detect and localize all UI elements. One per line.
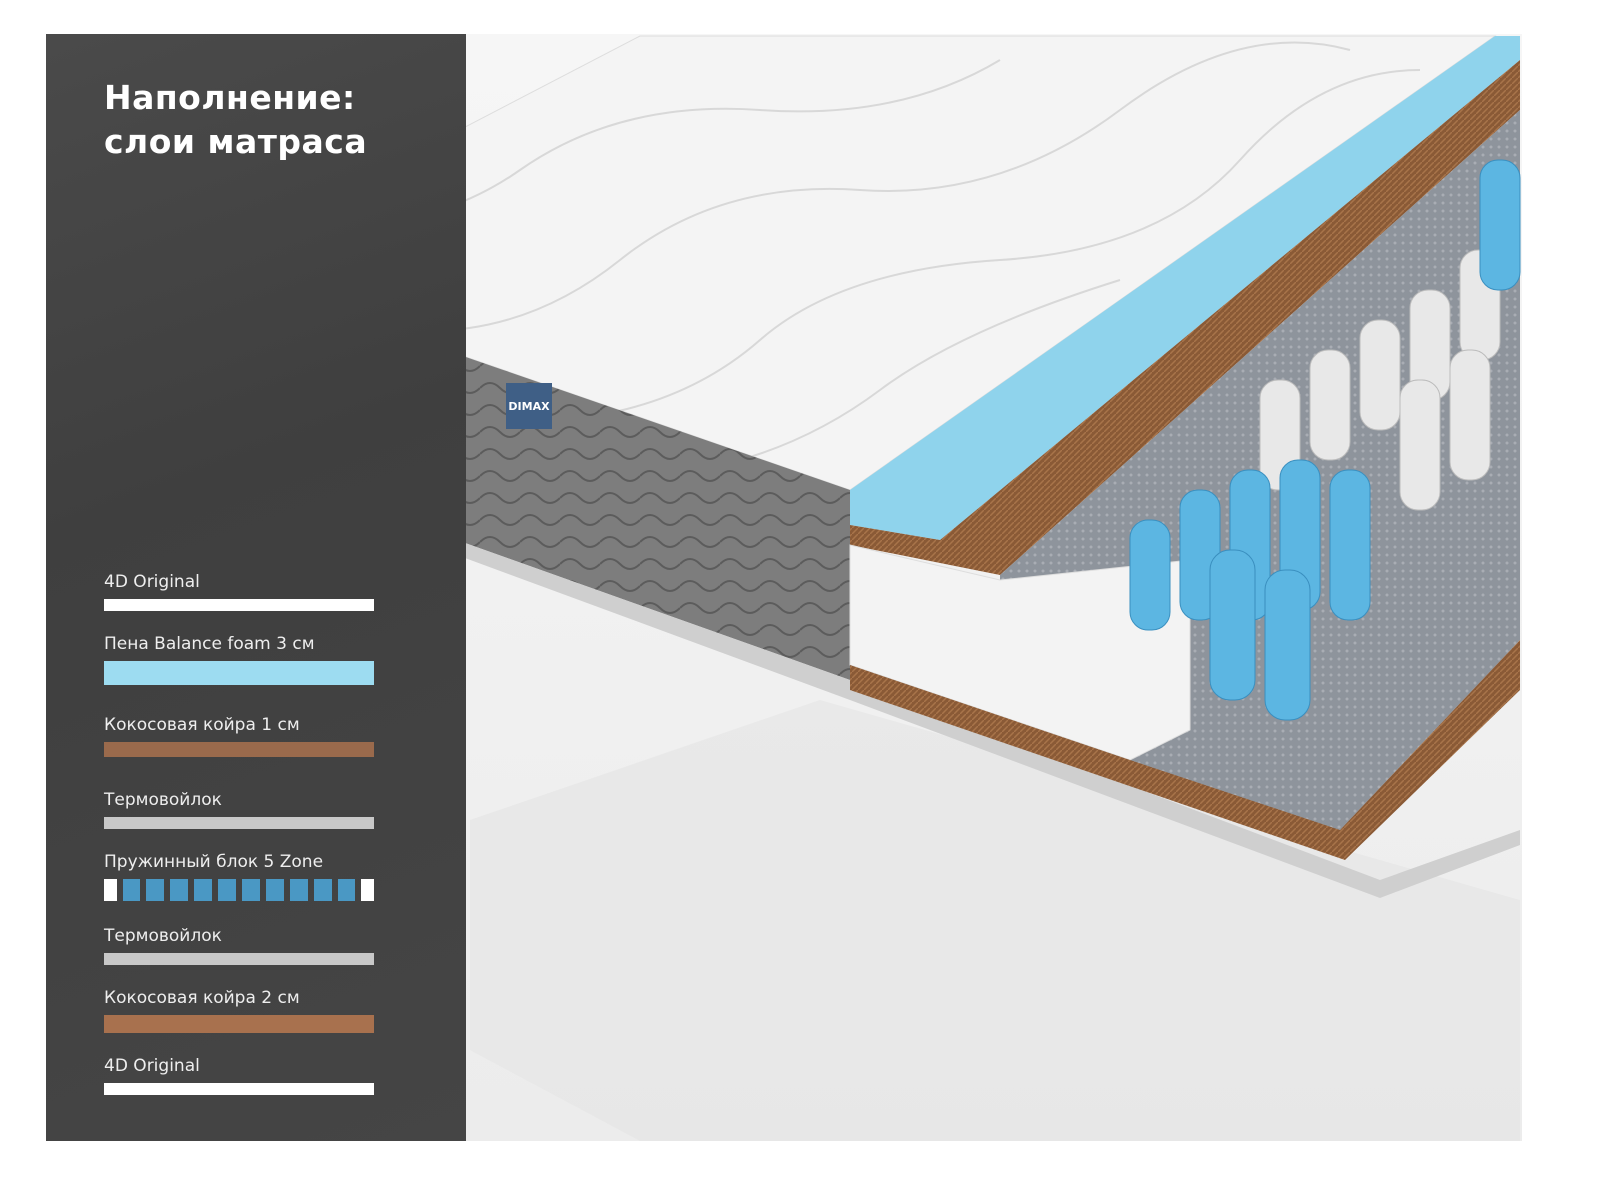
layer-swatch	[104, 599, 374, 611]
layer-top-cover: 4D Original	[104, 571, 374, 611]
layer-label: 4D Original	[104, 572, 200, 592]
layer-label: Пена Balance foam 3 см	[104, 634, 315, 654]
layer-swatch	[104, 742, 374, 757]
layer-coconut-2: Кокосовая койра 2 см	[104, 987, 374, 1033]
page-title: Наполнение: слои матраса	[104, 76, 367, 164]
layer-coconut-1: Кокосовая койра 1 см	[104, 714, 374, 757]
layer-label: Кокосовая койра 1 см	[104, 715, 300, 735]
title-line-1: Наполнение:	[104, 78, 356, 117]
layer-swatch	[104, 817, 374, 829]
title-line-2: слои матраса	[104, 122, 368, 161]
layer-spring-block: Пружинный блок 5 Zone	[104, 851, 374, 901]
layers-panel: Наполнение: слои матраса 4D Original Пен…	[46, 34, 466, 1141]
layer-label: Пружинный блок 5 Zone	[104, 852, 324, 872]
dimax-label	[506, 383, 552, 429]
layer-swatch	[104, 953, 374, 965]
brand-logo: DIMAX	[508, 400, 550, 413]
layer-balance-foam: Пена Balance foam 3 см	[104, 633, 374, 685]
layer-swatch	[104, 1083, 374, 1095]
layer-bottom-cover: 4D Original	[104, 1055, 374, 1095]
layer-swatch	[104, 661, 374, 685]
layer-felt-1: Термовойлок	[104, 789, 374, 829]
layer-swatch	[104, 1015, 374, 1033]
layer-felt-2: Термовойлок	[104, 925, 374, 965]
layer-label: 4D Original	[104, 1056, 200, 1076]
layer-label: Термовойлок	[104, 926, 222, 946]
layer-label: Кокосовая койра 2 см	[104, 988, 300, 1008]
spring-zones-swatch	[104, 879, 374, 901]
layer-label: Термовойлок	[104, 790, 222, 810]
